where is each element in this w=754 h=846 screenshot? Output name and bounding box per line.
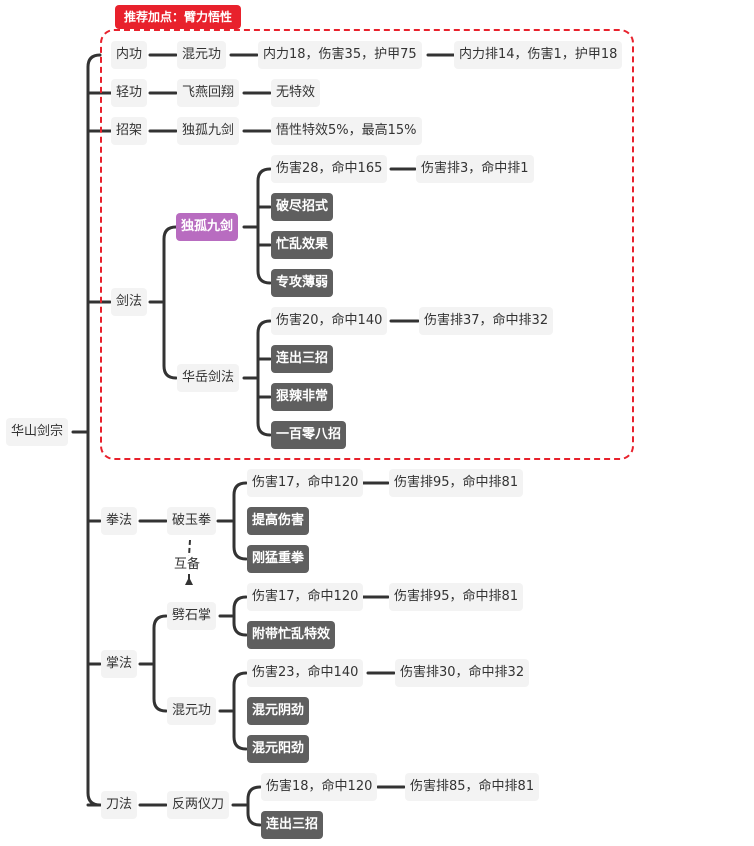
neigong-rank-node: 内力排14，伤害1，护甲18 [454, 41, 623, 69]
daofa-node: 刀法 [101, 791, 138, 819]
daofa-stats-node: 伤害18，命中120 [261, 773, 378, 801]
zhangfa-node: 掌法 [101, 650, 138, 678]
daofa-rank-node: 伤害排85，命中排81 [405, 773, 540, 801]
pishi-effect-1: 附带忙乱特效 [247, 621, 336, 649]
dugu-rank-node: 伤害排3，命中排1 [416, 155, 534, 183]
qinggong-node: 轻功 [111, 79, 148, 107]
quanfa-stats-node: 伤害17，命中120 [247, 469, 364, 497]
zhaojia-node: 招架 [111, 117, 148, 145]
neigong-stats-node: 内力18，伤害35，护甲75 [258, 41, 422, 69]
daofa-skill-node: 反两仪刀 [167, 791, 230, 819]
daofa-effect-1: 连出三招 [261, 811, 324, 839]
hubei-dashed-link [185, 539, 193, 585]
hunyuan-effect-1: 混元阴劲 [247, 697, 310, 725]
hunyuan-rank-node: 伤害排30，命中排32 [395, 659, 530, 687]
qinggong-skill-node: 飞燕回翔 [177, 79, 240, 107]
root-node: 华山剑宗 [6, 418, 69, 446]
dugu-stats-node: 伤害28，命中165 [271, 155, 388, 183]
quanfa-effect-2: 刚猛重拳 [247, 545, 310, 573]
dugu-jiujian-node: 独孤九剑 [176, 213, 239, 241]
neigong-node: 内功 [111, 41, 148, 69]
huayue-effect-1: 连出三招 [271, 345, 334, 373]
huayue-rank-node: 伤害排37，命中排32 [419, 307, 554, 335]
quanfa-rank-node: 伤害排95，命中排81 [389, 469, 524, 497]
hunyuan-effect-2: 混元阳劲 [247, 735, 310, 763]
hubei-label: 互备 [174, 557, 201, 572]
huayue-effect-3: 一百零八招 [271, 421, 347, 449]
quanfa-node: 拳法 [101, 507, 138, 535]
neigong-skill-node: 混元功 [177, 41, 227, 69]
quanfa-effect-1: 提高伤害 [247, 507, 310, 535]
huayue-node: 华岳剑法 [177, 364, 240, 392]
dugu-effect-3: 专攻薄弱 [271, 269, 334, 297]
pishi-rank-node: 伤害排95，命中排81 [389, 583, 524, 611]
hunyuan-zhang-node: 混元功 [167, 697, 217, 725]
huayue-effect-2: 狠辣非常 [271, 383, 334, 411]
zhaojia-skill-node: 独孤九剑 [177, 117, 240, 145]
pishi-stats-node: 伤害17，命中120 [247, 583, 364, 611]
dugu-effect-2: 忙乱效果 [271, 231, 334, 259]
qinggong-stats-node: 无特效 [271, 79, 321, 107]
huayue-stats-node: 伤害20，命中140 [271, 307, 388, 335]
pishi-node: 劈石掌 [167, 602, 217, 630]
jianfa-node: 剑法 [111, 288, 148, 316]
dugu-effect-1: 破尽招式 [271, 193, 334, 221]
hunyuan-stats-node: 伤害23，命中140 [247, 659, 364, 687]
quanfa-skill-node: 破玉拳 [167, 507, 217, 535]
zhaojia-stats-node: 悟性特效5%，最高15% [271, 117, 422, 145]
arrow-up-icon [185, 577, 193, 585]
recommend-label: 推荐加点：臂力悟性 [115, 5, 242, 29]
recommend-boundary [100, 29, 634, 460]
